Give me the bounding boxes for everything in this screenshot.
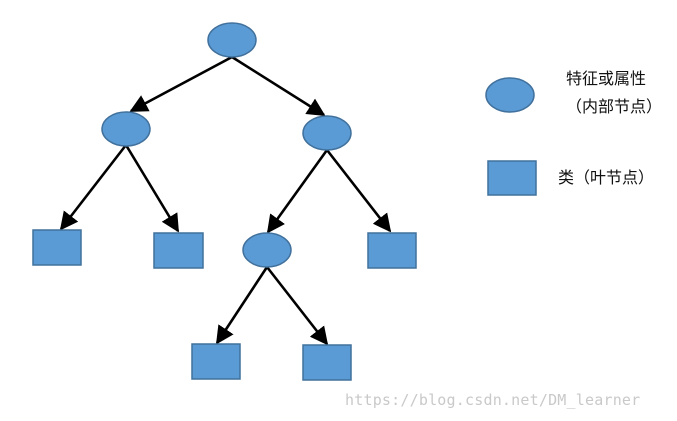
edge-right-leaf-rr (325, 149, 392, 233)
edge-right-rl (266, 149, 329, 234)
legend-internal-sublabel: （内部节点） (566, 97, 663, 116)
legend-internal-label: 特征或属性 (566, 69, 647, 88)
edge-rl-leaf-rlr (265, 266, 329, 346)
tree-edges (59, 55, 392, 346)
left-child-node (101, 111, 151, 147)
edge-left-leaf-ll (59, 144, 128, 231)
legend-leaf-label: 类（叶节点） (558, 168, 655, 187)
right-left-child-node (242, 232, 292, 268)
edge-left-leaf-lr (124, 144, 180, 233)
leaf-node-ll (32, 229, 82, 266)
right-child-node (302, 115, 352, 151)
root-node (207, 22, 257, 58)
edge-root-left (129, 55, 233, 113)
leaf-node-lr (153, 232, 204, 269)
edge-rl-leaf-rll (215, 266, 269, 345)
legend-internal-node-icon (485, 77, 535, 113)
legend-shapes (485, 77, 537, 196)
edge-root-right (231, 55, 326, 117)
internal-nodes (101, 22, 352, 268)
leaf-node-rr (367, 232, 417, 269)
watermark-url: https://blog.csdn.net/DM_learner (345, 391, 641, 409)
legend-leaf-node-icon (487, 160, 537, 196)
leaf-nodes (32, 229, 417, 381)
leaf-node-rlr (302, 344, 352, 381)
leaf-node-rll (191, 343, 241, 380)
